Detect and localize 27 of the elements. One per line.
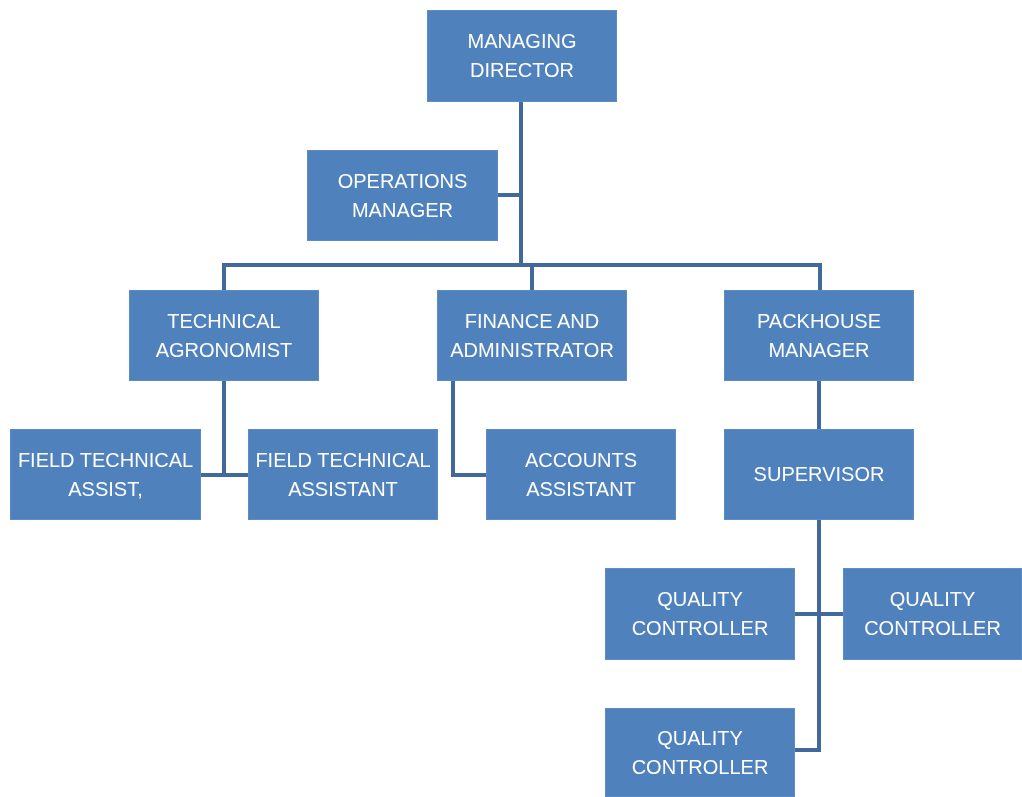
job-title: ACCOUNTS ASSISTANT xyxy=(523,447,639,502)
position-box xyxy=(843,568,1022,660)
position-box xyxy=(307,150,498,241)
connector-line xyxy=(817,381,821,429)
job-title: QUALITY CONTROLLER xyxy=(863,587,1002,641)
job-title: FIELD TECHNICAL ASSIST, xyxy=(16,447,195,502)
position-box xyxy=(10,429,201,520)
position-box xyxy=(427,10,617,102)
position-box xyxy=(437,290,627,381)
job-title: OPERATIONS MANAGER xyxy=(336,168,469,223)
job-title: QUALITY CONTROLLER xyxy=(630,587,770,641)
position-box xyxy=(605,708,795,797)
job-title: SUPERVISOR xyxy=(753,462,885,487)
position-box xyxy=(724,290,914,381)
job-title: MANAGING DIRECTOR xyxy=(466,29,578,83)
job-title: FIELD TECHNICAL ASSISTANT xyxy=(254,447,432,502)
position-box xyxy=(129,290,319,381)
connector-line xyxy=(519,102,822,290)
job-title: PACKHOUSE MANAGER xyxy=(755,308,883,363)
job-title: QUALITY CONTROLLER xyxy=(630,725,770,780)
position-box xyxy=(248,429,438,520)
job-title: TECHNICAL AGRONOMIST xyxy=(154,308,294,363)
connector-line xyxy=(451,381,486,477)
position-box xyxy=(486,429,676,520)
position-box xyxy=(605,568,795,660)
position-box xyxy=(724,429,914,520)
job-title: FINANCE AND ADMINISTRATOR xyxy=(449,308,615,363)
